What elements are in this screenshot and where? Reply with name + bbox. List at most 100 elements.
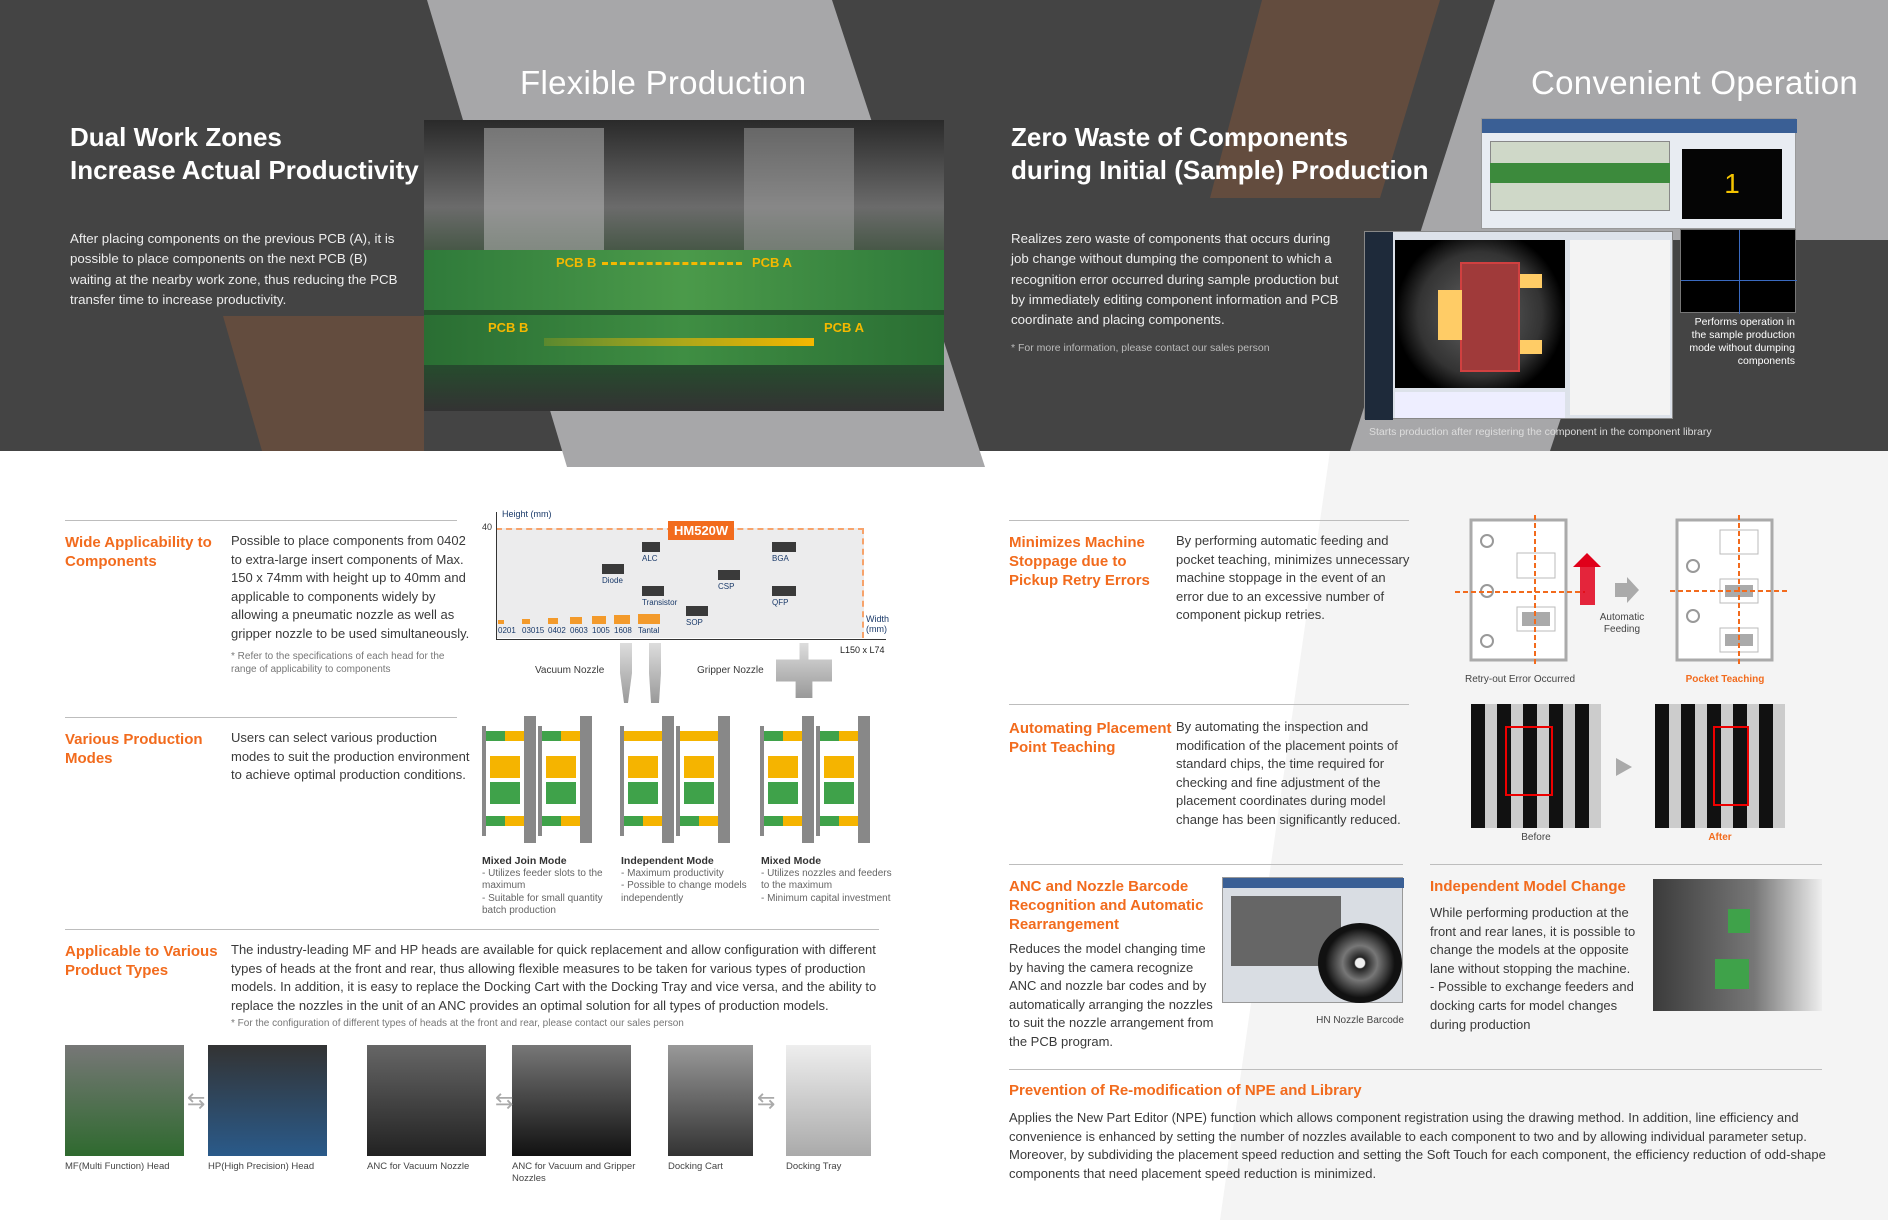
divider — [65, 520, 457, 521]
mode-description: Mixed Mode- Utilizes nozzles and feeders… — [761, 855, 896, 905]
section-title-pickup-retry: Minimizes Machine Stoppage due to Pickup… — [1009, 534, 1150, 589]
mode-name: Mixed Join Mode — [482, 855, 567, 867]
feeder — [680, 731, 718, 741]
swap-arrows-icon: ⇆ — [187, 1088, 206, 1113]
component-icon — [548, 618, 558, 624]
headline: Dual Work Zones Increase Actual Producti… — [70, 121, 419, 187]
pcb-a — [628, 782, 658, 804]
pcb-a — [684, 782, 714, 804]
feeder — [486, 816, 524, 826]
component-icon — [592, 616, 606, 624]
mode-diagram — [620, 716, 676, 843]
headline-right: Zero Waste of Components during Initial … — [1011, 121, 1428, 187]
pcb-a — [490, 782, 520, 804]
rail — [620, 726, 624, 836]
component-label: QFP — [772, 598, 789, 607]
screen-caption-1: Performs operation in the sample product… — [1689, 316, 1795, 367]
divider — [1430, 864, 1822, 865]
divider — [1009, 704, 1409, 705]
after-teaching-image — [1655, 704, 1785, 828]
mode-point: - Possible to change models independentl… — [621, 880, 747, 904]
chart-ylabel: Height (mm) — [502, 509, 552, 519]
feeder — [764, 731, 802, 741]
product-caption: ANC for Vacuum and Gripper Nozzles — [512, 1161, 636, 1184]
rail — [524, 716, 536, 843]
pcb-a — [546, 782, 576, 804]
mode-description: Independent Mode- Maximum productivity- … — [621, 855, 756, 905]
component-label: 0402 — [548, 626, 566, 635]
product-caption: MF(Multi Function) Head — [65, 1161, 170, 1172]
rail — [760, 726, 764, 836]
pcb-a — [768, 782, 798, 804]
feeder — [624, 816, 662, 826]
product-caption: Docking Cart — [668, 1161, 723, 1172]
mode-point: - Minimum capital investment — [761, 892, 891, 904]
feeder — [820, 731, 858, 741]
mode-name: Mixed Mode — [761, 855, 822, 867]
pcb-a — [824, 782, 854, 804]
feeder — [820, 816, 858, 826]
dual-lane-machine-photo: PCB B PCB A PCB B PCB A — [424, 120, 944, 411]
section-text-placement-teaching: By automating the inspection and modific… — [1176, 719, 1401, 827]
rail — [816, 726, 820, 836]
component-label: 03015 — [522, 626, 545, 635]
divider — [65, 717, 457, 718]
component-label: 1608 — [614, 626, 632, 635]
hero-title-flexible: Flexible Production — [520, 64, 807, 101]
before-teaching-image — [1471, 704, 1601, 828]
rail — [858, 716, 870, 843]
product-caption: Docking Tray — [786, 1161, 842, 1172]
mode-diagram — [760, 716, 816, 843]
screen-caption-2: Starts production after registering the … — [1369, 426, 1712, 438]
section-text-anc-barcode: Reduces the model changing time by havin… — [1009, 941, 1214, 1049]
product-photo — [512, 1045, 631, 1156]
hn-nozzle-caption: HN Nozzle Barcode — [1316, 1015, 1404, 1026]
vacuum-nozzle-icon — [620, 643, 632, 703]
swap-arrows-icon: ⇆ — [495, 1088, 514, 1113]
chart-ymax: 40 — [482, 522, 493, 532]
after-caption: After — [1708, 832, 1732, 843]
mode-point: - Utilizes feeder slots to the maximum — [482, 867, 603, 892]
section-title-anc-barcode: ANC and Nozzle Barcode Recognition and A… — [1009, 878, 1204, 933]
mode-description: Mixed Join Mode- Utilizes feeder slots t… — [482, 855, 617, 918]
section-title-npe: Prevention of Re-modification of NPE and… — [1009, 1082, 1362, 1099]
product-caption: ANC for Vacuum Nozzle — [367, 1161, 470, 1172]
component-icon — [570, 617, 582, 624]
mode-diagram — [482, 716, 538, 843]
component-icon — [522, 619, 530, 624]
before-caption: Before — [1521, 832, 1551, 843]
section-bullet-model-change: - Possible to exchange feeders and docki… — [1430, 979, 1634, 1032]
product-photo — [65, 1045, 184, 1156]
component-label: CSP — [718, 582, 735, 591]
feeder — [624, 731, 662, 741]
gripper-nozzle-label: Gripper Nozzle — [697, 665, 764, 676]
chart-xmax: L150 x L74 — [840, 645, 885, 655]
nozzle-barcode-screen — [1222, 877, 1404, 1003]
headline-line-2: Increase Actual Productivity — [70, 155, 419, 185]
feeder — [680, 816, 718, 826]
product-photo — [786, 1045, 871, 1156]
mode-point: - Maximum productivity — [621, 867, 724, 879]
vacuum-nozzle-icon — [649, 643, 661, 703]
rail — [580, 716, 592, 843]
divider — [1009, 520, 1409, 521]
component-label: BGA — [772, 554, 789, 563]
section-title-model-change: Independent Model Change — [1430, 878, 1626, 895]
headline-right-line-1: Zero Waste of Components — [1011, 122, 1349, 152]
model-change-photo — [1653, 879, 1822, 1011]
feeder — [542, 816, 580, 826]
section-body-product-types: The industry-leading MF and HP heads are… — [231, 941, 881, 1030]
note-product-types: * For the configuration of different typ… — [231, 1018, 684, 1030]
model-badge: HM520W — [668, 521, 735, 540]
component-label: ALC — [642, 554, 658, 563]
component-size-chart: Height (mm) 40 HM520W Width (mm) L150 x … — [482, 506, 892, 656]
section-text-npe: Applies the New Part Editor (NPE) functi… — [1009, 1110, 1826, 1181]
headline-line-1: Dual Work Zones — [70, 122, 282, 152]
pcb-b — [546, 756, 576, 778]
pcb-b — [824, 756, 854, 778]
pocket-teaching-diagram — [1455, 515, 1790, 665]
component-icon — [602, 564, 624, 574]
mode-name: Independent Mode — [621, 855, 714, 867]
rail — [802, 716, 814, 843]
rail — [538, 726, 542, 836]
